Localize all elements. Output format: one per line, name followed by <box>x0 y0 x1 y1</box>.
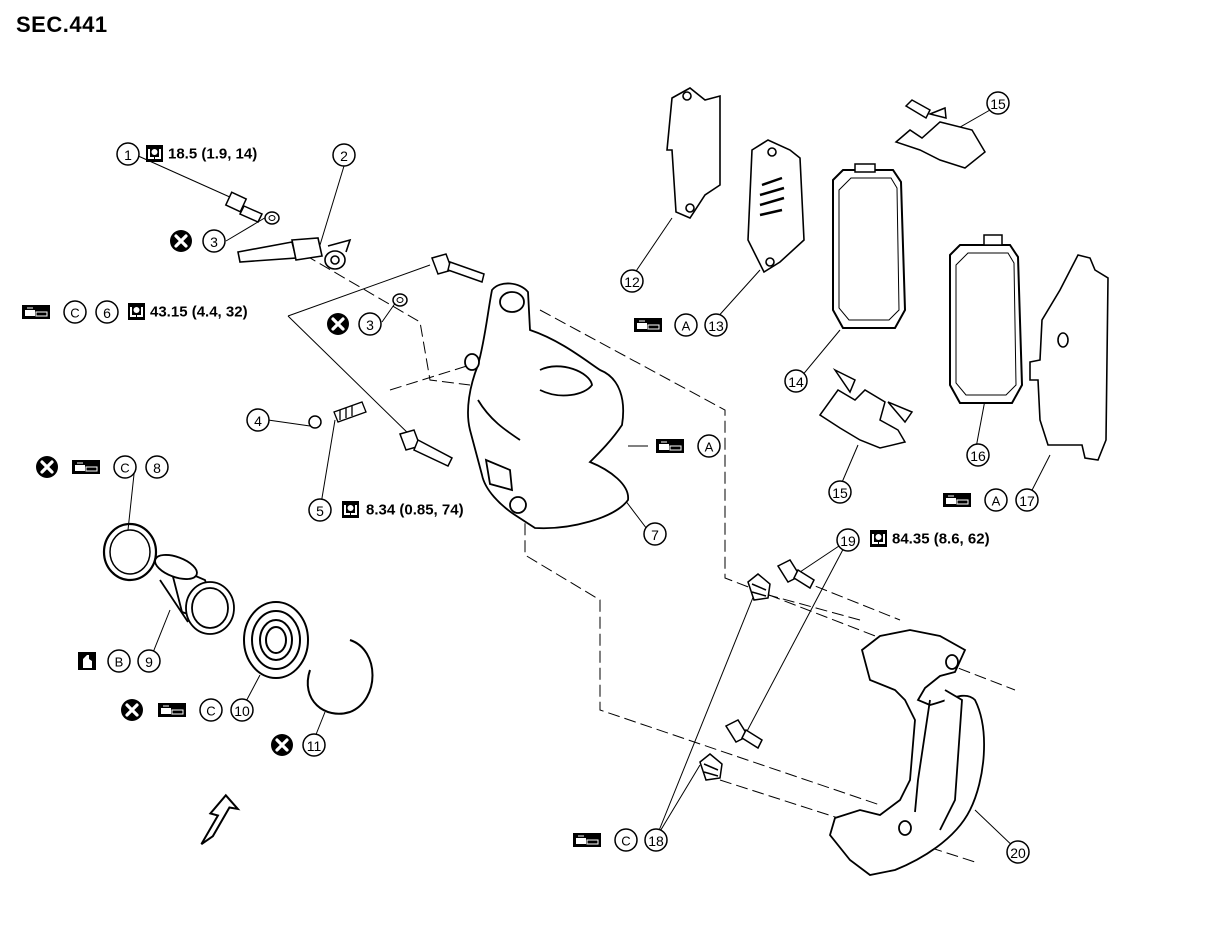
grease-applicator-icon <box>71 459 101 475</box>
sliding-pin-boot-upper <box>747 573 771 601</box>
letter-a-7: A <box>705 440 714 455</box>
callout-12: 12 <box>624 274 640 290</box>
retaining-ring <box>306 639 374 715</box>
callout-17: 17 <box>1019 493 1035 509</box>
copper-washer-upper <box>264 211 280 225</box>
brake-fluid-bottle-icon <box>78 652 96 670</box>
do-not-reuse-icon <box>269 732 295 758</box>
callout-6: 6 <box>103 305 111 321</box>
sliding-pin-boot-lower <box>699 753 723 781</box>
front-direction-arrow-icon <box>200 793 241 845</box>
wrench-torque-icon <box>145 144 164 163</box>
letter-a-13: A <box>682 319 691 334</box>
brake-pad-outer <box>832 163 906 329</box>
torque-spec-5: 8.34 (0.85, 74) <box>366 502 464 519</box>
grease-applicator-icon <box>633 317 663 333</box>
bleeder-valve <box>333 401 367 423</box>
assembly-guide-lines <box>304 254 1016 863</box>
pad-shim-cover <box>1029 254 1109 461</box>
callout-14: 14 <box>788 374 804 390</box>
callout-11: 11 <box>307 738 322 754</box>
union-bolt <box>224 191 264 223</box>
brake-pad-inner <box>949 234 1023 404</box>
piston <box>154 554 235 635</box>
pad-shim-outer <box>666 87 721 220</box>
callout-9: 9 <box>145 654 153 670</box>
callout-10: 10 <box>234 703 250 719</box>
pad-retainer-lower <box>818 368 914 449</box>
callout-15-lower: 15 <box>832 485 848 501</box>
torque-spec-19: 84.35 (8.6, 62) <box>892 531 990 548</box>
wrench-torque-icon <box>127 302 146 321</box>
letter-markers: C A C B C A A C <box>70 306 1000 849</box>
grease-applicator-icon <box>572 832 602 848</box>
brake-hose <box>237 237 352 270</box>
callout-13: 13 <box>708 318 724 334</box>
wrench-torque-icon <box>869 529 888 548</box>
sliding-pin-bolt-upper <box>431 253 485 283</box>
callout-1: 1 <box>124 147 132 163</box>
callout-15-upper: 15 <box>990 96 1006 112</box>
callout-3-lower: 3 <box>366 317 374 333</box>
wrench-torque-icon <box>341 500 360 519</box>
callout-16: 16 <box>970 448 986 464</box>
letter-b-9: B <box>115 655 124 670</box>
letter-c-18: C <box>621 834 630 849</box>
piston-boot <box>243 601 309 679</box>
torque-spec-1: 18.5 (1.9, 14) <box>168 146 257 163</box>
callout-4: 4 <box>254 413 262 429</box>
torque-member-bolt-upper <box>776 559 815 590</box>
caliper-body <box>464 282 629 530</box>
letter-c-8: C <box>120 461 129 476</box>
copper-washer-lower <box>392 293 408 307</box>
piston-seal <box>102 522 158 582</box>
torque-member <box>829 629 985 876</box>
section-code: SEC.441 <box>16 12 108 37</box>
torque-spec-6: 43.15 (4.4, 32) <box>150 304 248 321</box>
do-not-reuse-icon <box>168 228 194 254</box>
callout-circles <box>63 91 1039 864</box>
do-not-reuse-icon <box>325 311 351 337</box>
torque-member-bolt-lower <box>724 719 763 750</box>
grease-applicator-icon <box>21 304 51 320</box>
do-not-reuse-icon <box>119 697 145 723</box>
callout-7: 7 <box>651 527 659 543</box>
do-not-reuse-icon <box>34 454 60 480</box>
letter-c-6: C <box>70 306 79 321</box>
callout-8: 8 <box>153 460 161 476</box>
grease-applicator-icon <box>157 702 187 718</box>
pad-shim-inner <box>747 139 805 274</box>
letter-a-17: A <box>992 494 1001 509</box>
callout-5: 5 <box>316 503 324 519</box>
callout-18: 18 <box>648 833 664 849</box>
letter-c-10: C <box>206 704 215 719</box>
grease-applicator-icon <box>655 438 685 454</box>
callout-numbers: 1 2 3 3 4 5 6 7 8 9 10 11 12 13 14 15 15… <box>103 96 1035 861</box>
callout-20: 20 <box>1010 845 1026 861</box>
grease-applicator-icon <box>942 492 972 508</box>
sliding-pin-bolt-lower <box>399 429 453 467</box>
bleeder-cap <box>308 415 322 429</box>
pad-retainer-upper <box>894 99 986 169</box>
callout-3-upper: 3 <box>210 234 218 250</box>
callout-19: 19 <box>840 533 856 549</box>
callout-2: 2 <box>340 148 348 164</box>
